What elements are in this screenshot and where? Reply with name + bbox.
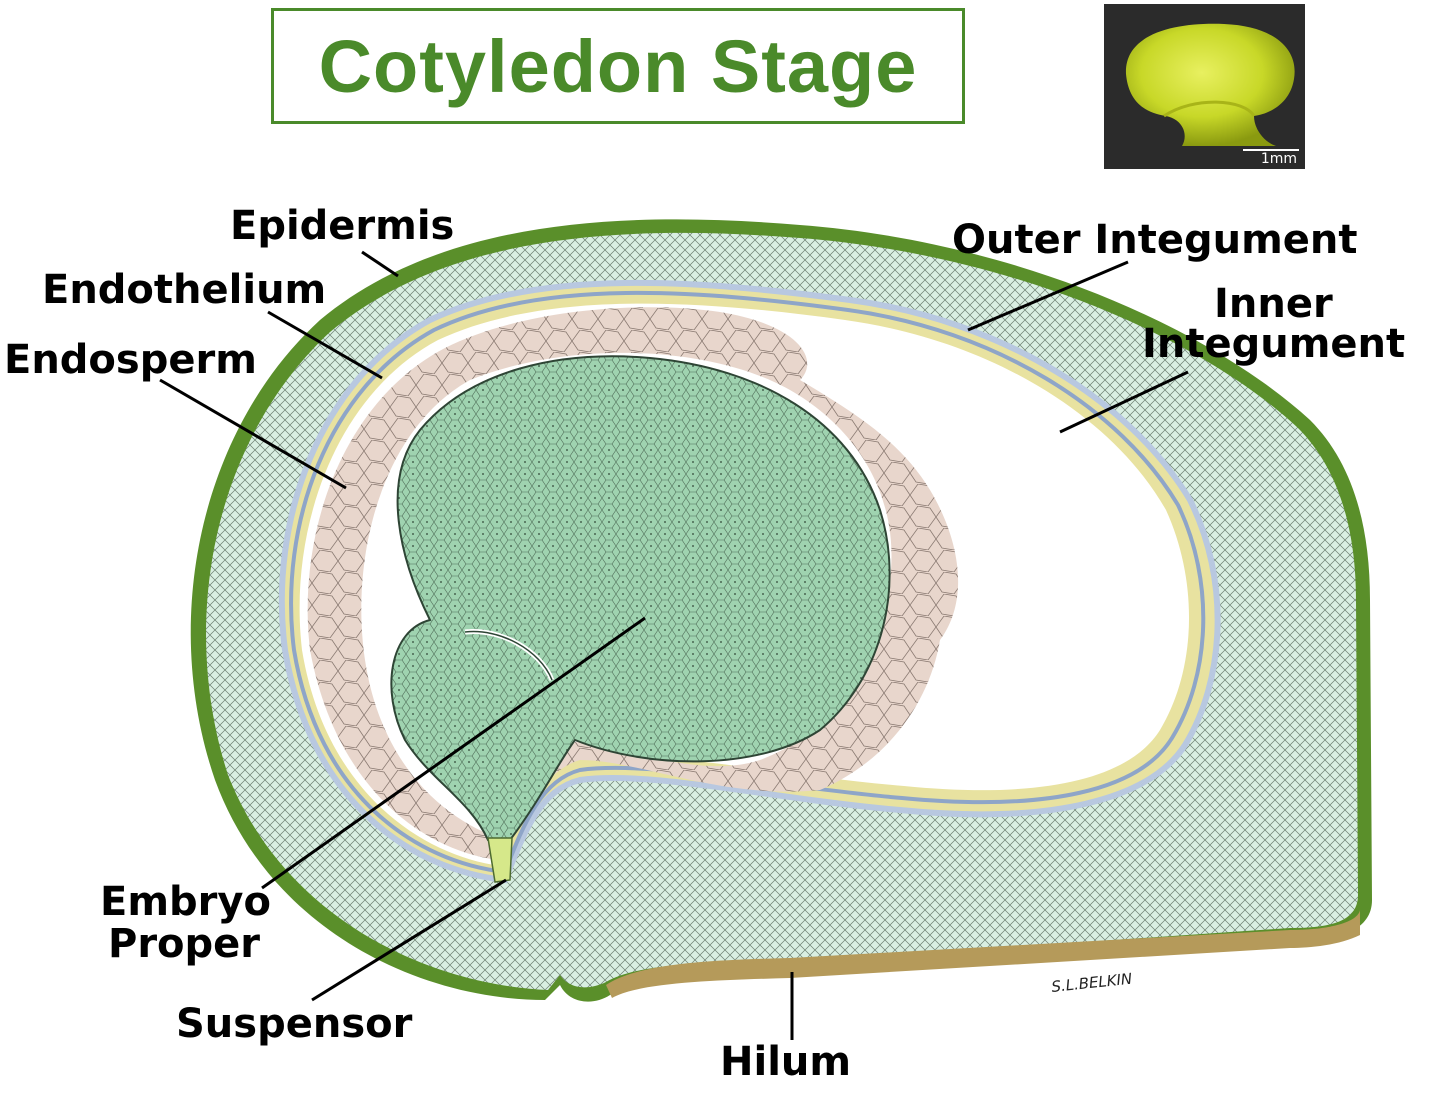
inner-integument-leader bbox=[1059, 370, 1189, 434]
epidermis-leader bbox=[361, 250, 399, 278]
embryo-proper-leader bbox=[261, 616, 646, 890]
label-embryo-proper-line1: Embryo bbox=[100, 879, 271, 925]
hilum-region bbox=[606, 910, 1360, 998]
title-box: Cotyledon Stage bbox=[271, 8, 965, 124]
outer-integument-leader bbox=[967, 260, 1129, 332]
label-endothelium: Endothelium bbox=[42, 267, 327, 313]
label-embryo-proper-line2: Proper bbox=[108, 921, 261, 967]
leader-lines bbox=[159, 250, 1189, 1040]
embryo-proper bbox=[390, 355, 891, 841]
label-outer-integument: Outer Integument bbox=[952, 217, 1358, 263]
endothelium-leader bbox=[267, 310, 383, 380]
scale-bar bbox=[1243, 149, 1299, 151]
artist-signature: S.L.BELKIN bbox=[1051, 970, 1133, 996]
label-inner-integument-line2: Integument bbox=[1142, 321, 1406, 367]
suspensor-leader bbox=[311, 878, 507, 1002]
suspensor bbox=[487, 837, 513, 883]
scale-label: 1mm bbox=[1260, 151, 1297, 167]
page-title: Cotyledon Stage bbox=[318, 24, 918, 108]
endosperm-leader bbox=[159, 378, 347, 490]
label-suspensor: Suspensor bbox=[176, 1001, 413, 1047]
label-hilum: Hilum bbox=[720, 1039, 852, 1085]
label-epidermis: Epidermis bbox=[230, 203, 455, 249]
seed-photo: 1mm bbox=[1104, 4, 1305, 169]
label-endosperm: Endosperm bbox=[4, 337, 257, 383]
seed-photo-image bbox=[1125, 23, 1295, 147]
label-inner-integument-line1: Inner bbox=[1214, 281, 1333, 327]
